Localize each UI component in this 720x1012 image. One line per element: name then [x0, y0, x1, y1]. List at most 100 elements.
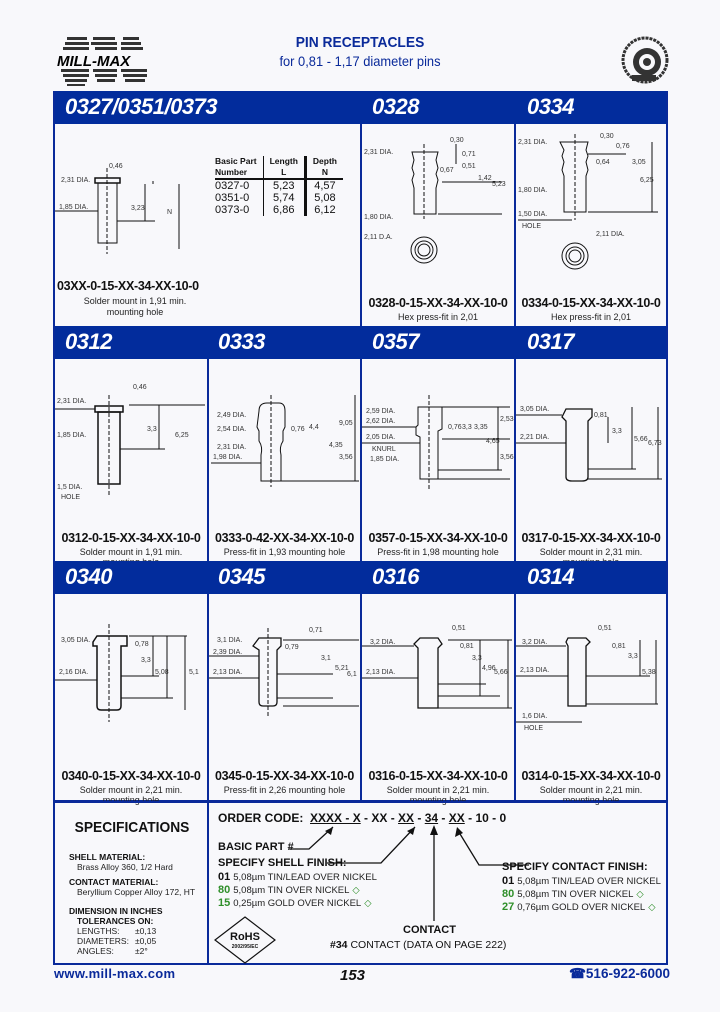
svg-text:1,80 DIA.: 1,80 DIA. — [518, 187, 547, 194]
row-header-band — [55, 561, 666, 594]
tolerance-diameters: DIAMETERS:±0,05 — [77, 936, 157, 946]
part-description-line1: Solder mount in 2,31 min. — [539, 547, 643, 557]
part-number: 0317-0-15-XX-34-XX-10-0 — [521, 531, 661, 545]
rohs-badge-icon: RoHS 2002/95/EC — [214, 916, 276, 964]
svg-text:HOLE: HOLE — [61, 494, 80, 501]
svg-text:0,51: 0,51 — [452, 625, 466, 632]
svg-text:2,49 DIA.: 2,49 DIA. — [217, 412, 246, 419]
product-row-2: 0312 0333 0357 0317 2,31 DIA. 1,85 DIA. … — [55, 326, 666, 567]
svg-text:5,21: 5,21 — [335, 665, 349, 672]
svg-text:5,08: 5,08 — [155, 669, 169, 676]
svg-text:3,3: 3,3 — [462, 424, 472, 431]
svg-text:KNURL: KNURL — [372, 446, 396, 453]
product-cell-0340: 3,05 DIA. 2,16 DIA. 0,78 3,3 5,08 5,1 03… — [55, 594, 209, 805]
svg-text:2,59 DIA.: 2,59 DIA. — [366, 408, 395, 415]
product-cell-0327: 2,31 DIA. 1,85 DIA. 0,46 3,23 N Basic Pa… — [55, 124, 362, 326]
order-code-arrows — [289, 825, 529, 921]
mill-max-logo: MILL-MAX — [57, 37, 147, 86]
part-number: 0345-0-15-XX-34-XX-10-0 — [214, 769, 354, 783]
product-grid: 0327/0351/0373 0328 0334 2,31 DIA. 1,85 … — [53, 91, 668, 805]
svg-text:6,1: 6,1 — [347, 671, 357, 678]
svg-text:0,46: 0,46 — [109, 163, 123, 170]
tolerances-label: TOLERANCES ON: — [77, 916, 154, 926]
svg-text:RoHS: RoHS — [230, 931, 260, 943]
page-title: PIN RECEPTACLES — [295, 34, 425, 51]
order-code-shell-finish: XX — [398, 811, 415, 825]
rohs-diamond-icon: ◇ — [364, 898, 372, 909]
specifications-title: SPECIFICATIONS — [74, 819, 190, 836]
svg-text:0,76: 0,76 — [291, 426, 305, 433]
svg-text:3,2 DIA.: 3,2 DIA. — [522, 639, 547, 646]
order-code-contact: 34 — [424, 811, 439, 825]
svg-text:0,76: 0,76 — [616, 143, 630, 150]
website-link[interactable]: www.mill-max.com — [54, 966, 176, 981]
svg-text:3,05 DIA.: 3,05 DIA. — [520, 406, 549, 413]
svg-text:3,3: 3,3 — [612, 428, 622, 435]
basic-part-label: BASIC PART # — [218, 841, 294, 853]
svg-text:4,35: 4,35 — [329, 442, 343, 449]
svg-text:N: N — [167, 209, 172, 216]
svg-text:5,38: 5,38 — [642, 669, 656, 676]
part-description-line2: mounting hole — [106, 307, 164, 317]
part-number: 0312-0-15-XX-34-XX-10-0 — [61, 531, 201, 545]
row-header-band — [55, 326, 666, 359]
product-row-1: 0327/0351/0373 0328 0334 2,31 DIA. 1,85 … — [55, 91, 666, 326]
svg-text:2,16 DIA.: 2,16 DIA. — [59, 669, 88, 676]
part-number: 0316-0-15-XX-34-XX-10-0 — [368, 769, 508, 783]
svg-text:5,23: 5,23 — [492, 181, 506, 188]
svg-text:2,62 DIA.: 2,62 DIA. — [366, 418, 395, 425]
row-header-band — [55, 91, 666, 124]
svg-text:0,76: 0,76 — [448, 424, 462, 431]
contact-description: #34 CONTACT (DATA ON PAGE 222) — [330, 939, 507, 951]
dimension-label: DIMENSION IN INCHES — [69, 906, 163, 916]
phone-number: ☎516-922-6000 — [569, 966, 670, 981]
part-number: 0314-0-15-XX-34-XX-10-0 — [521, 769, 661, 783]
product-cell-0328: 2,31 DIA. 1,80 DIA. 2,11 D.A. 0,30 0,71 … — [362, 124, 516, 326]
svg-text:0,51: 0,51 — [598, 625, 612, 632]
svg-text:3,3: 3,3 — [147, 426, 157, 433]
svg-text:2002/95/EC: 2002/95/EC — [232, 944, 259, 950]
contact-material-value: Beryllium Copper Alloy 172, HT — [77, 887, 196, 897]
svg-text:4,65: 4,65 — [486, 438, 500, 445]
part-description-line2: mounting hole — [409, 795, 467, 805]
svg-text:0,51: 0,51 — [462, 163, 476, 170]
svg-text:1,85 DIA.: 1,85 DIA. — [370, 456, 399, 463]
svg-text:1,5 DIA.: 1,5 DIA. — [57, 484, 82, 491]
part-number: 0333-0-42-XX-34-XX-10-0 — [214, 531, 354, 545]
part-description-line1: Solder mount in 1,91 min. — [79, 547, 183, 557]
specifications-panel: SPECIFICATIONS SHELL MATERIAL: Brass All… — [53, 801, 668, 965]
svg-text:3,56: 3,56 — [500, 454, 514, 461]
svg-text:4,96: 4,96 — [482, 665, 496, 672]
svg-text:3,2 DIA.: 3,2 DIA. — [370, 639, 395, 646]
svg-text:2,11 DIA.: 2,11 DIA. — [596, 231, 625, 238]
drawing-0314: 3,2 DIA. 2,13 DIA. 1,6 DIA. HOLE 0,51 0,… — [516, 625, 658, 732]
svg-text:MILL-MAX: MILL-MAX — [57, 53, 131, 70]
drawing-0333: 2,49 DIA. 2,54 DIA. 2,31 DIA. 1,98 DIA. … — [211, 395, 359, 487]
svg-text:1,98 DIA.: 1,98 DIA. — [213, 454, 242, 461]
svg-text:1,80 DIA.: 1,80 DIA. — [364, 214, 393, 221]
rohs-diamond-icon: ◇ — [352, 885, 360, 896]
svg-text:2,31 DIA.: 2,31 DIA. — [217, 444, 246, 451]
svg-text:3,56: 3,56 — [339, 454, 353, 461]
product-cell-0316: 3,2 DIA. 2,13 DIA. 0,51 0,81 3,3 4,96 5,… — [362, 594, 516, 805]
order-code-contact-finish: XX — [448, 811, 465, 825]
product-title-0314: 0314 — [527, 564, 574, 589]
part-number: 0357-0-15-XX-34-XX-10-0 — [368, 531, 508, 545]
part-description-line2: mounting hole — [102, 795, 160, 805]
svg-text:5,1: 5,1 — [189, 669, 199, 676]
svg-text:2,13 DIA.: 2,13 DIA. — [213, 669, 242, 676]
svg-text:1,6 DIA.: 1,6 DIA. — [522, 713, 547, 720]
product-cell-0345: 3,1 DIA. 2,39 DIA. 2,13 DIA. 0,71 0,79 3… — [209, 594, 362, 800]
product-row-3: 0340 0345 0316 0314 3,05 DIA. — [55, 561, 666, 805]
svg-text:3,3: 3,3 — [141, 657, 151, 664]
part-description-line1: Hex press-fit in 2,01 — [397, 312, 479, 322]
phone-icon: ☎ — [569, 966, 586, 981]
svg-text:6,25: 6,25 — [175, 432, 189, 439]
rohs-diamond-icon: ◇ — [636, 889, 644, 900]
svg-text:6,73: 6,73 — [648, 440, 662, 447]
drawing-0334: 2,31 DIA. 1,80 DIA. 1,50 DIA. HOLE 2,11 … — [518, 133, 658, 270]
svg-text:3,23: 3,23 — [131, 205, 145, 212]
